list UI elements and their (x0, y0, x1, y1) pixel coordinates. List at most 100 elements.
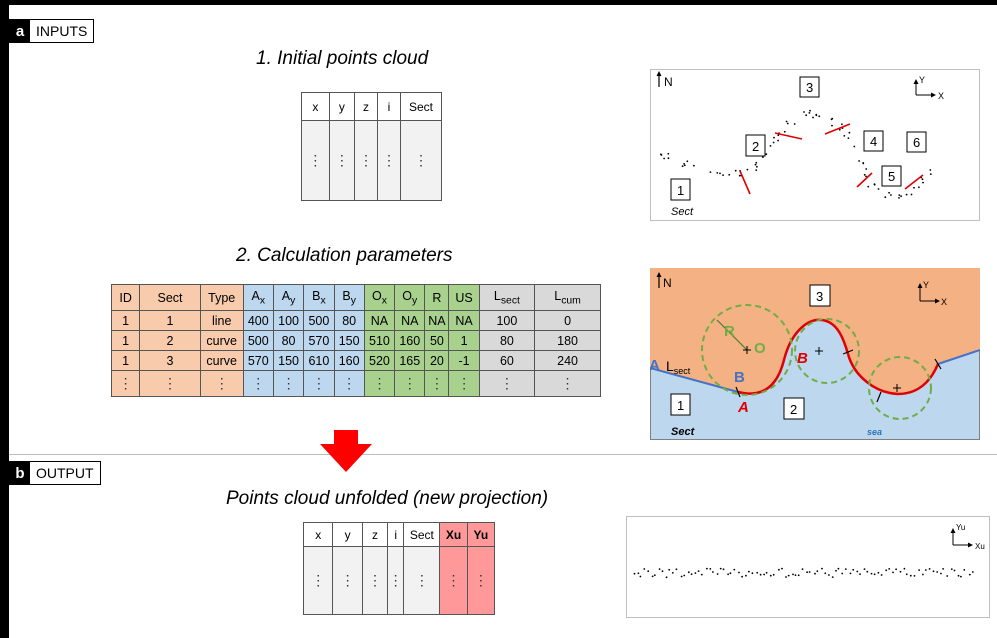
cloud-point (765, 571, 768, 574)
cloud-point (910, 193, 913, 196)
cloud-point (828, 574, 830, 576)
params-cell: 1 (448, 330, 480, 351)
cloud-point (658, 568, 661, 570)
cloud-point (712, 571, 714, 573)
cloud-point (690, 573, 693, 575)
section-boxes: 3 1 2 (670, 284, 831, 420)
cloud-point (848, 131, 851, 134)
params-cell: 150 (272, 350, 305, 371)
params-cell: 165 (394, 350, 426, 371)
cloud-point (877, 571, 880, 574)
cloud-point (773, 136, 775, 139)
cloud-point (866, 570, 869, 573)
cloud-point (835, 569, 837, 572)
cloud-point (741, 575, 743, 578)
output-cell-ellipsis: ⋮ (403, 546, 441, 615)
cloud-point (821, 567, 823, 570)
cloud-point (719, 567, 722, 570)
title-initial-cloud: 1. Initial points cloud (256, 48, 429, 69)
params-cell: 20 (424, 350, 450, 371)
north-arrow-icon (656, 272, 662, 288)
cloud-point (719, 172, 721, 175)
cloud-point (806, 571, 808, 574)
cloud-point (960, 575, 962, 578)
section-box-2 (783, 397, 805, 420)
params-cell: 80 (478, 330, 536, 351)
cloud-point (905, 193, 908, 196)
title-calc-params: 2. Calculation parameters (236, 245, 453, 266)
params-cell: 80 (333, 310, 365, 331)
down-arrow-shape (320, 430, 372, 472)
params-cell-ellipsis: ⋮ (363, 370, 396, 397)
cloud-point (831, 124, 833, 127)
cloud-point (697, 570, 700, 572)
params-cell: curve (199, 330, 244, 351)
cloud-point (667, 152, 670, 155)
cloud-point (932, 570, 935, 573)
cloud-point (971, 571, 974, 573)
cloud-point (756, 571, 759, 574)
cloud-point (683, 574, 686, 577)
params-header-ax: Ax (242, 284, 274, 311)
params-cell-ellipsis: ⋮ (478, 370, 536, 397)
params-cell: 160 (394, 330, 426, 351)
cloud-point (765, 153, 768, 156)
cloud-point (888, 568, 891, 570)
radius-line (716, 319, 748, 351)
section-box-3 (799, 76, 820, 98)
cloud-point (895, 568, 897, 571)
label-b-red: B (797, 350, 808, 367)
cloud-point (647, 570, 650, 573)
params-cell: 0 (534, 310, 601, 331)
section-b-letter: b (10, 462, 30, 484)
params-cell: 1 (139, 310, 201, 331)
cloud-point (661, 570, 664, 573)
params-cell: 180 (534, 330, 601, 351)
cloud-point (651, 575, 654, 578)
params-header-us: US (448, 284, 480, 311)
radius-circle (868, 356, 932, 420)
cloud-point (748, 570, 750, 573)
xy-axes-icon (913, 79, 936, 98)
params-header-bx: Bx (303, 284, 335, 311)
params-cell-ellipsis: ⋮ (424, 370, 450, 397)
params-header-ay: Ay (272, 284, 305, 311)
unfolded-points-map: Xu Yu (626, 516, 990, 618)
inputs-header-y: y (328, 92, 356, 121)
params-cell: 240 (534, 350, 601, 371)
cloud-point (716, 573, 719, 575)
params-header-r: R (424, 284, 450, 311)
sect-label: Sect (671, 426, 696, 438)
cloud-point (815, 114, 818, 117)
cloud-point (793, 123, 796, 125)
cloud-point (663, 157, 665, 160)
cloud-point (671, 572, 674, 574)
params-cell: NA (363, 310, 396, 331)
params-cell: NA (424, 310, 450, 331)
cloud-point (772, 141, 775, 144)
cloud-point (900, 195, 902, 198)
section-label-5: 5 (888, 169, 895, 184)
inputs-cell-ellipsis: ⋮ (328, 120, 356, 201)
cloud-point (928, 568, 931, 570)
params-cell-ellipsis: ⋮ (303, 370, 335, 397)
axis-x-label: X (938, 91, 944, 101)
cloud-point (924, 569, 927, 571)
params-cell-ellipsis: ⋮ (448, 370, 480, 397)
params-cell: 1 (110, 310, 141, 331)
cloud-point (803, 111, 805, 113)
params-cell: 510 (363, 330, 396, 351)
cloud-point (660, 153, 662, 156)
cloud-point (837, 567, 840, 570)
cloud-point (922, 181, 924, 184)
calc-params-map: N X Y 3 1 2 A Lsect B A B R O Sect sea (650, 268, 980, 440)
cloud-point (899, 570, 902, 573)
output-header-y: y (332, 522, 363, 547)
cloud-point (936, 571, 939, 573)
cloud-point (909, 574, 912, 577)
params-cell: 80 (272, 330, 305, 351)
cloud-point (755, 161, 758, 164)
cloud-point (884, 196, 887, 199)
cloud-point (675, 568, 678, 571)
cloud-point (859, 573, 861, 575)
